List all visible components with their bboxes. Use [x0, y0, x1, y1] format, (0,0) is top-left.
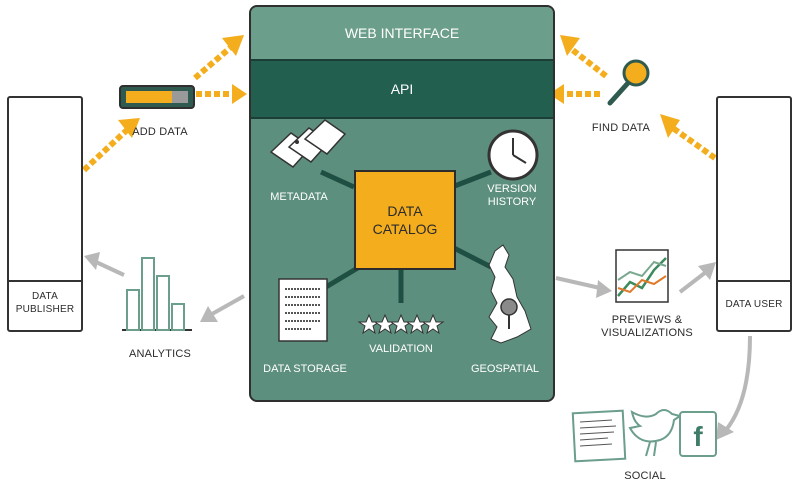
validation-label: VALIDATION [369, 343, 433, 355]
data-platform-panel: WEB INTERFACE API [249, 5, 555, 402]
tag-icon [269, 119, 347, 168]
panel-graphics [269, 119, 539, 344]
social-label: SOCIAL [624, 470, 666, 482]
arrow-publisher-to-add-data [81, 118, 140, 173]
magnifier-icon [607, 59, 650, 106]
add-data-label: ADD DATA [132, 126, 188, 138]
data-storage-label: DATA STORAGE [263, 363, 347, 375]
facebook-icon: f [679, 411, 717, 457]
arrow-add-data-to-web [193, 35, 244, 81]
map-pin-icon [488, 244, 532, 344]
arrow-previews-to-user [678, 262, 716, 294]
arrow-geo-to-previews [555, 276, 612, 298]
web-interface-band[interactable]: WEB INTERFACE [251, 7, 553, 59]
line-chart-icon [615, 249, 669, 303]
arrow-add-data-to-api [196, 84, 247, 104]
arrow-analytics-to-publisher [84, 252, 125, 277]
document-icon [278, 278, 328, 342]
arrow-find-data-to-web [560, 35, 608, 79]
data-user-box [716, 96, 792, 332]
data-publisher-box [7, 96, 83, 332]
arrow-user-to-social [716, 335, 752, 440]
geospatial-label: GEOSPATIAL [470, 363, 540, 375]
clock-icon [487, 129, 539, 181]
social-post-icon [571, 409, 627, 463]
star-icon [357, 313, 445, 335]
arrow-find-data-to-api [549, 84, 600, 104]
twitter-bird-icon [628, 409, 683, 457]
api-band[interactable]: API [251, 59, 553, 119]
svg-text:f: f [693, 421, 703, 452]
metadata-label: METADATA [270, 191, 328, 203]
analytics-label: ANALYTICS [128, 348, 192, 360]
arrow-storage-to-analytics [200, 294, 245, 322]
arrow-user-to-find-data [660, 114, 717, 161]
data-user-label: DATA USER [725, 299, 783, 310]
bar-chart-icon [122, 257, 192, 331]
progress-bar-icon [119, 85, 195, 109]
find-data-label: FIND DATA [591, 122, 651, 134]
previews-label: PREVIEWS &VISUALIZATIONS [601, 314, 693, 339]
